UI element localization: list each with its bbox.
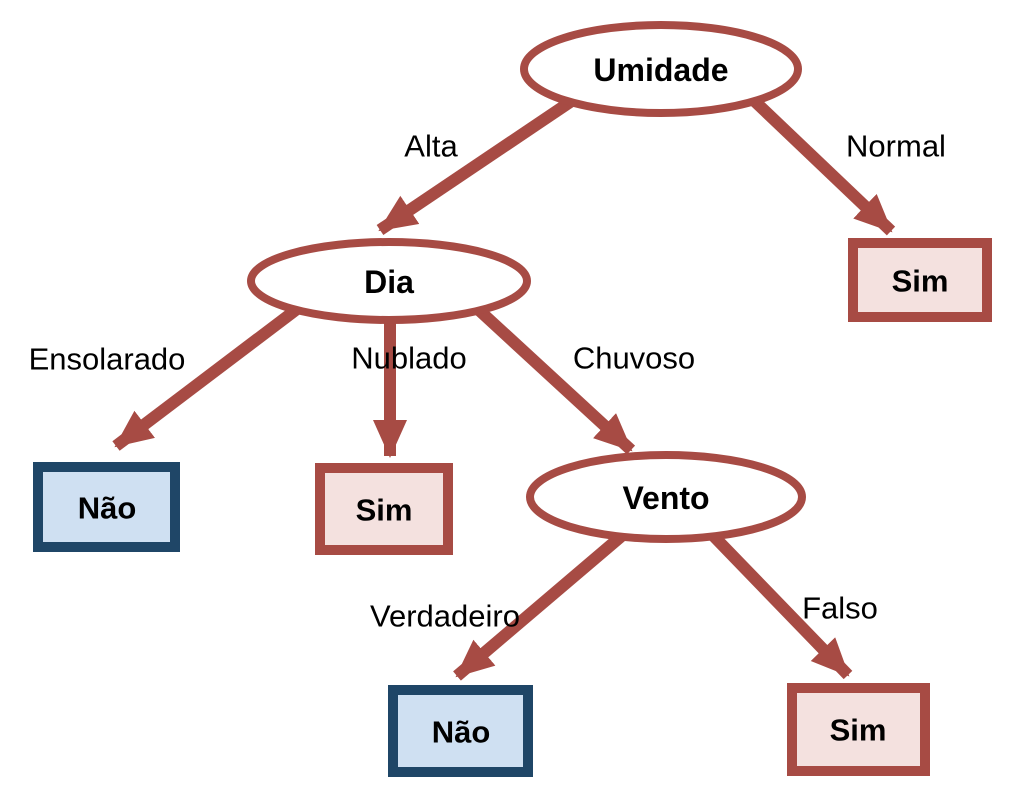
leaf-sim-nublado-label: Sim	[356, 493, 413, 528]
edge-falso-label: Falso	[802, 591, 878, 626]
leaf-sim-falso-label: Sim	[830, 713, 887, 748]
node-vento-label: Vento	[622, 480, 709, 516]
node-umidade-label: Umidade	[593, 52, 728, 88]
edge-nublado-label: Nublado	[351, 341, 466, 376]
edge-alta-arrow	[376, 87, 589, 235]
leaf-sim-normal-box	[848, 238, 992, 322]
leaf-sim-falso-box	[787, 683, 930, 776]
edge-verdadeiro-label: Verdadeiro	[370, 599, 520, 634]
leaf-nao-verdadeiro-label: Não	[432, 715, 491, 750]
node-vento-ellipse	[526, 451, 806, 543]
leaf-nao-ensolarado-box	[33, 462, 180, 552]
edge-alta-label: Alta	[404, 129, 458, 164]
edge-ensolarado-arrow	[112, 298, 309, 451]
leaf-sim-normal-label: Sim	[892, 264, 949, 299]
leaf-nao-verdadeiro-box	[388, 685, 533, 777]
edge-normal-label: Normal	[846, 129, 946, 164]
edge-chuvoso-label: Chuvoso	[573, 341, 695, 376]
edge-chuvoso-arrow	[463, 295, 636, 455]
edge-verdadeiro-arrow	[453, 517, 642, 681]
node-dia-label: Dia	[364, 264, 414, 300]
edge-normal-arrow	[740, 87, 896, 236]
edge-ensolarado-label: Ensolarado	[29, 342, 186, 377]
leaf-nao-ensolarado-label: Não	[78, 491, 137, 526]
edge-falso-arrow	[695, 517, 853, 680]
node-umidade-ellipse	[520, 21, 802, 117]
leaf-sim-nublado-box	[315, 463, 453, 555]
node-dia-ellipse	[247, 238, 531, 324]
